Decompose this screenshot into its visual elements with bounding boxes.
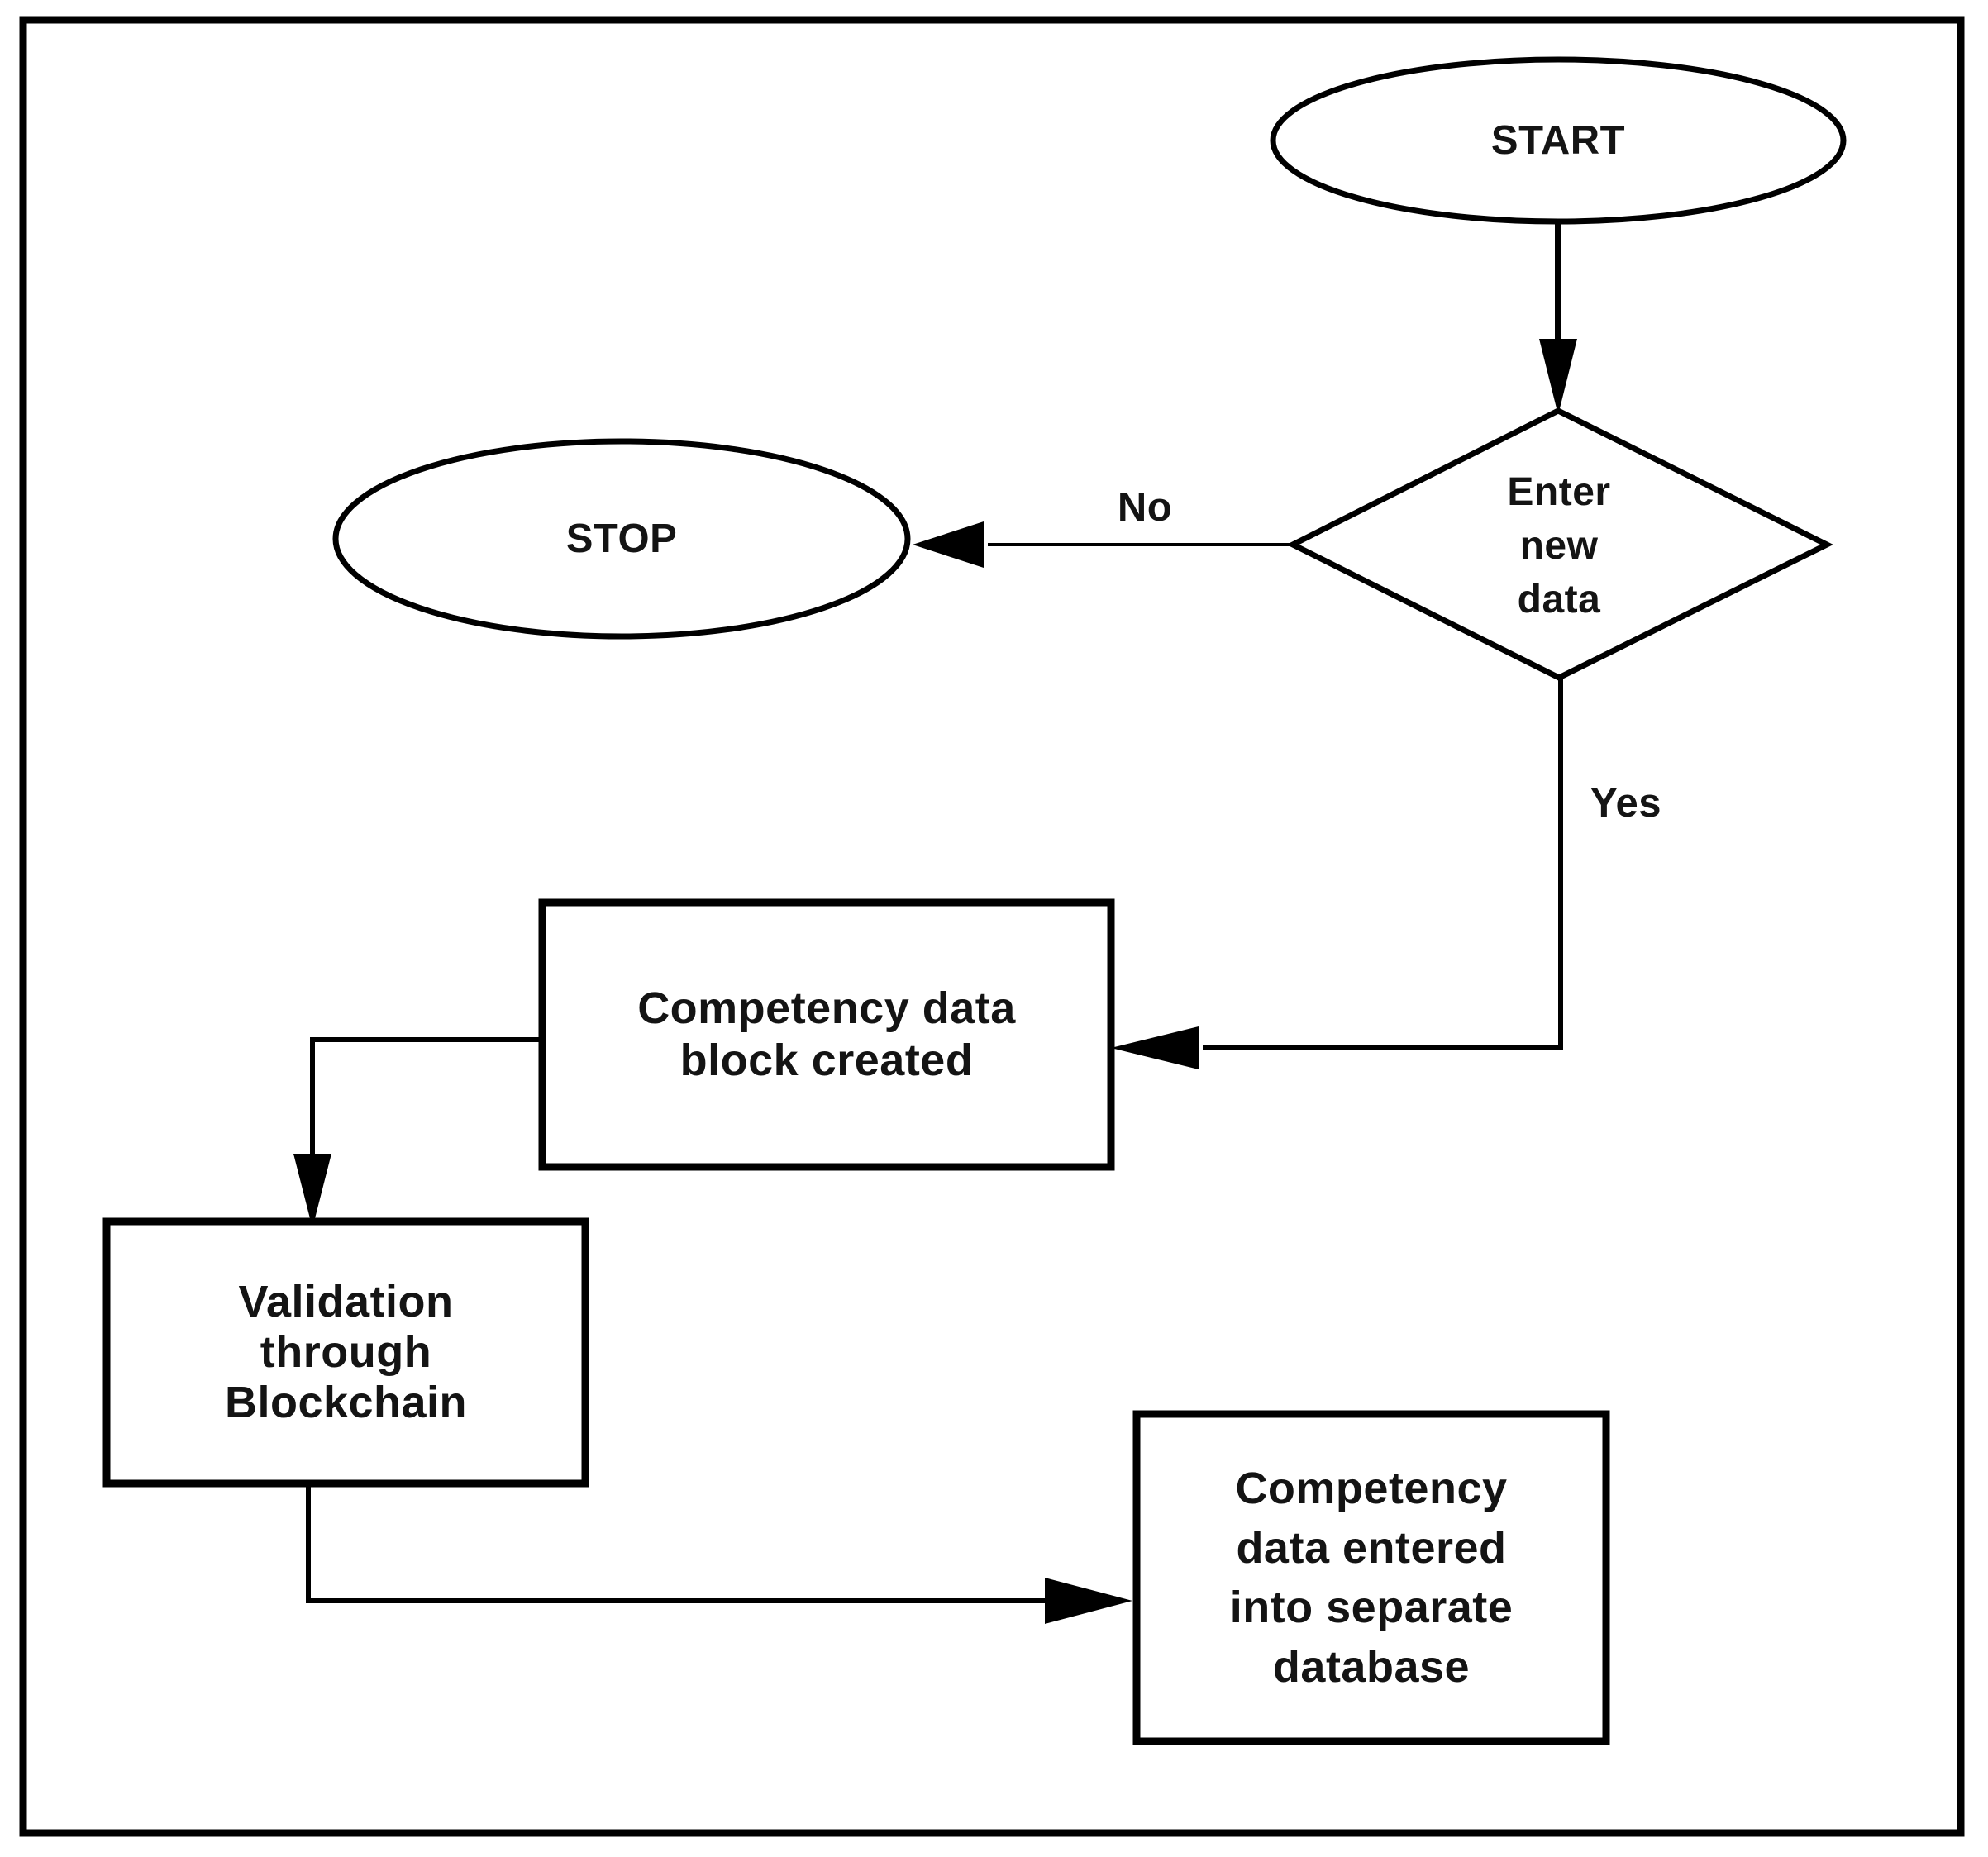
block-to-validation-arrowhead — [293, 1154, 331, 1228]
figure-border — [19, 16, 1965, 1837]
validation-to-database-arrow-shaft — [306, 1483, 1050, 1603]
validation-node-shape — [102, 1217, 589, 1488]
validation-to-database-arrowhead — [1045, 1578, 1132, 1624]
yes-arrowhead — [1111, 1026, 1199, 1069]
block-to-validation-arrow-shaft — [310, 1037, 542, 1157]
decision-node-shape — [1286, 407, 1833, 681]
start-to-decision-arrowhead — [1539, 339, 1577, 415]
no-arrowhead — [913, 521, 984, 568]
database-node-shape — [1132, 1410, 1610, 1745]
block-created-node-shape — [538, 898, 1115, 1171]
stop-node-shape — [332, 438, 911, 640]
start-node-shape — [1270, 56, 1847, 225]
yes-arrow-shaft — [1203, 678, 1563, 1050]
